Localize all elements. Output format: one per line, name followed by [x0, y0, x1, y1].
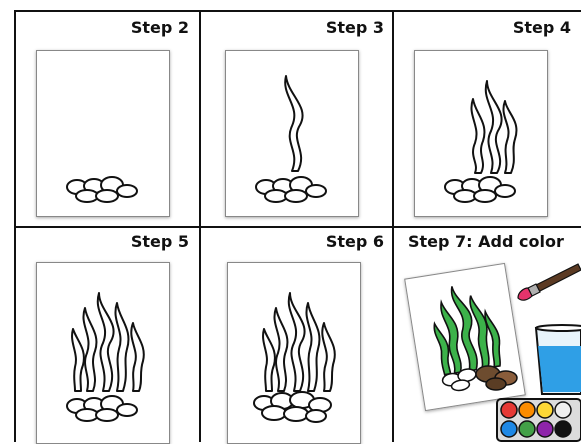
step-3-cell: Step 3	[201, 12, 392, 226]
step-4-cell: Step 4	[394, 12, 581, 226]
step-4-label: Step 4	[513, 18, 571, 37]
paintbrush-icon	[516, 258, 581, 303]
seaweed-drawing	[228, 263, 360, 443]
step-2-cell: Step 2	[16, 12, 199, 226]
step-2-label: Step 2	[131, 18, 189, 37]
paint-palette-icon	[496, 398, 581, 442]
seaweed-drawing	[415, 51, 547, 216]
step-5-cell: Step 5	[16, 228, 199, 442]
step-6-label: Step 6	[326, 232, 384, 251]
step-7-label: Step 7: Add color	[408, 232, 564, 251]
step-3-label: Step 3	[326, 18, 384, 37]
drawing-card	[36, 262, 170, 444]
seaweed-drawing	[226, 51, 358, 216]
step-5-label: Step 5	[131, 232, 189, 251]
step-6-cell: Step 6	[201, 228, 392, 442]
drawing-card	[227, 262, 361, 444]
water-cup-icon	[532, 324, 581, 396]
rocks-icon	[474, 362, 524, 392]
drawing-card	[414, 50, 548, 217]
step-7-cell: Step 7: Add color	[394, 228, 581, 442]
drawing-card	[36, 50, 170, 217]
drawing-card	[225, 50, 359, 217]
seaweed-drawing	[37, 263, 169, 443]
rocks-drawing	[37, 51, 169, 216]
